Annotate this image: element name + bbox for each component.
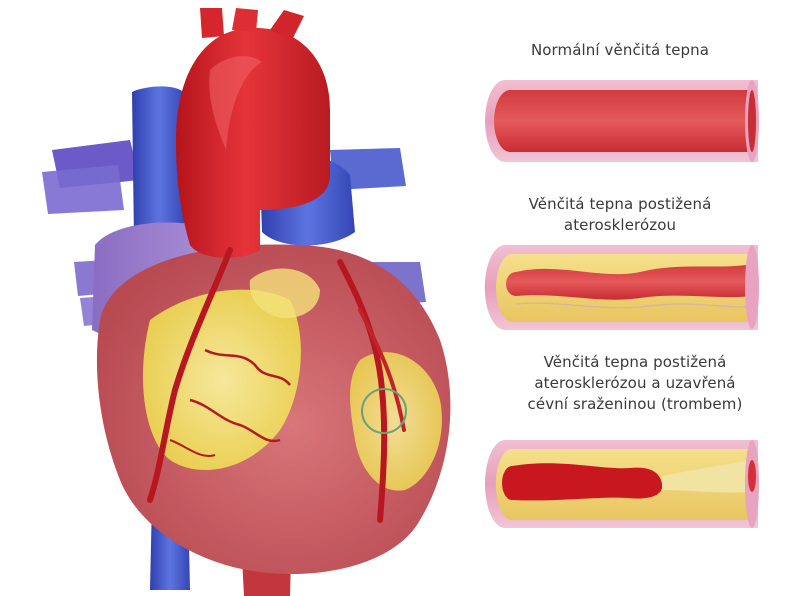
label-throm-line-3: cévní sraženinou (trombem): [470, 394, 800, 415]
label-normal-artery-line: Normální věnčitá tepna: [470, 40, 770, 61]
label-throm-line-2: aterosklerózou a uzavřená: [470, 373, 800, 394]
label-throm-line-1: Věnčitá tepna postižená: [470, 352, 800, 373]
label-atherosclerotic-artery: Věnčitá tepna postižená aterosklerózou: [470, 194, 770, 236]
aortic-branch-1: [200, 8, 224, 38]
atherosclerotic-artery-diagram: [485, 245, 759, 330]
throm-artery-thrombus: [502, 463, 662, 500]
label-ather-line-1: Věnčitá tepna postižená: [470, 194, 770, 215]
pulmonary-vein-mid-left: [42, 165, 124, 214]
normal-artery-lumen: [494, 90, 752, 152]
throm-artery-end-lumen: [748, 460, 756, 492]
heart: [42, 8, 450, 596]
normal-artery-diagram: [485, 80, 759, 162]
thrombosed-artery-diagram: [485, 440, 759, 528]
aortic-branch-2: [232, 8, 258, 32]
label-ather-line-2: aterosklerózou: [470, 215, 770, 236]
ather-artery-end: [745, 245, 759, 329]
normal-artery-end-lumen: [748, 90, 756, 152]
label-normal-artery: Normální věnčitá tepna: [470, 40, 770, 61]
label-thrombosed-artery: Věnčitá tepna postižená aterosklerózou a…: [470, 352, 800, 415]
